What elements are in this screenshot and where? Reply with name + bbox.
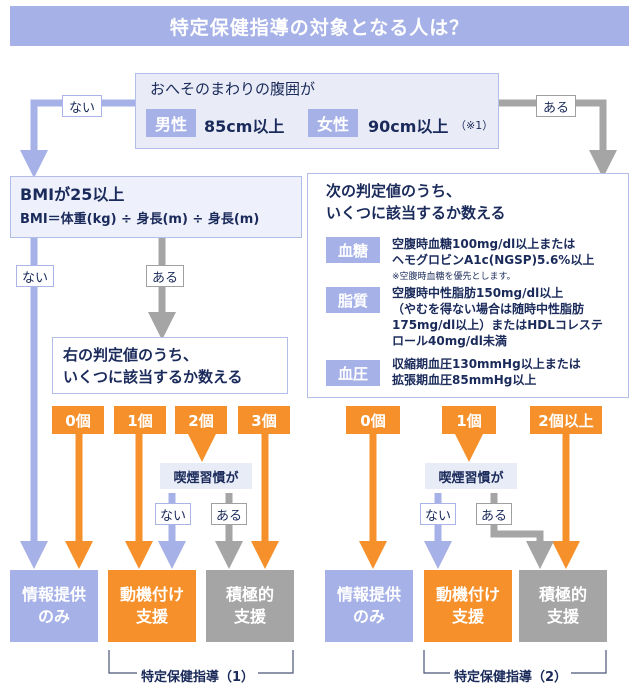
blood-pressure-chip: 血圧: [326, 360, 380, 386]
female-value: 90cm以上: [368, 117, 449, 136]
left-count-0: 0個: [52, 406, 104, 434]
waist-yes-arrow: [499, 99, 617, 178]
right-result-active: 積極的 支援: [519, 570, 607, 642]
right-smoking-no-label: ない: [420, 503, 456, 525]
male-chip: 男性: [146, 109, 196, 137]
left-question-line2: いくつに該当するか数える: [63, 368, 243, 386]
bmi-formula: BMI＝体重(kg) ÷ 身長(m) ÷ 身長(m): [20, 212, 260, 227]
left-smoking-question: 喫煙習慣が: [160, 463, 252, 489]
blood-sugar-chip: 血糖: [326, 237, 380, 263]
footer-left-label: 特定保健指導（1）: [137, 666, 259, 685]
blood-sugar-line1: 空腹時血糖100mg/dl以上または: [392, 237, 576, 251]
right-count-1: 1個: [442, 406, 496, 434]
right-question-line1: 次の判定値のうち、: [326, 182, 462, 200]
blood-sugar-note: ※空腹時血糖を優先とします。: [392, 272, 516, 282]
blood-pressure-line1: 収縮期血圧130mmHg以上または: [392, 357, 581, 371]
lipid-line2: （やむを得ない場合は随時中性脂肪: [392, 302, 585, 316]
right-count-2plus: 2個以上: [530, 406, 602, 434]
left-result-info: 情報提供 のみ: [10, 570, 98, 642]
bmi-title: BMIが25以上: [20, 185, 125, 204]
male-value: 85cm以上: [204, 117, 285, 136]
left-result-active: 積極的 支援: [206, 570, 294, 642]
right-question-line2: いくつに該当するか数える: [326, 204, 506, 222]
left-count-2: 2個: [175, 406, 227, 434]
waist-note: （※1）: [455, 119, 494, 132]
page-title: 特定保健指導の対象となる人は？: [10, 6, 629, 46]
lipid-line3: 175mg/dl以上）またはHDLコレステ: [392, 318, 603, 332]
right-smoking-question: 喫煙習慣が: [425, 463, 517, 489]
right-result-info: 情報提供 のみ: [325, 570, 413, 642]
waist-question: おへそのまわりの腹囲が: [150, 80, 316, 98]
blood-pressure-line2: 拡張期血圧85mmHg以上: [392, 373, 537, 387]
left-question-line1: 右の判定値のうち、: [63, 346, 199, 364]
left-count-1: 1個: [114, 406, 166, 434]
right-count-0: 0個: [346, 406, 400, 434]
left-smoking-yes-label: ある: [211, 503, 247, 525]
left-smoking-no-label: ない: [155, 503, 191, 525]
left-count-3: 3個: [238, 406, 290, 434]
lipid-chip: 脂質: [326, 287, 380, 313]
waist-yes-label: ある: [536, 95, 576, 117]
bmi-no-label: ない: [16, 265, 54, 287]
right-smoking-yes-label: ある: [476, 503, 512, 525]
footer-right-label: 特定保健指導（2）: [450, 666, 572, 685]
lipid-line4: ロール40mg/dl未満: [392, 334, 507, 348]
right-result-motivation: 動機付け 支援: [424, 570, 512, 642]
blood-sugar-line2: ヘモグロビンA1c(NGSP)5.6%以上: [392, 253, 595, 267]
bmi-box: [10, 176, 302, 238]
lipid-line1: 空腹時中性脂肪150mg/dl以上: [392, 286, 564, 300]
left-question-box: 右の判定値のうち、 いくつに該当するか数える: [52, 337, 288, 394]
left-result-motivation: 動機付け 支援: [108, 570, 196, 642]
bmi-yes-label: ある: [146, 265, 184, 287]
waist-no-label: ない: [62, 95, 102, 117]
female-chip: 女性: [308, 109, 358, 137]
